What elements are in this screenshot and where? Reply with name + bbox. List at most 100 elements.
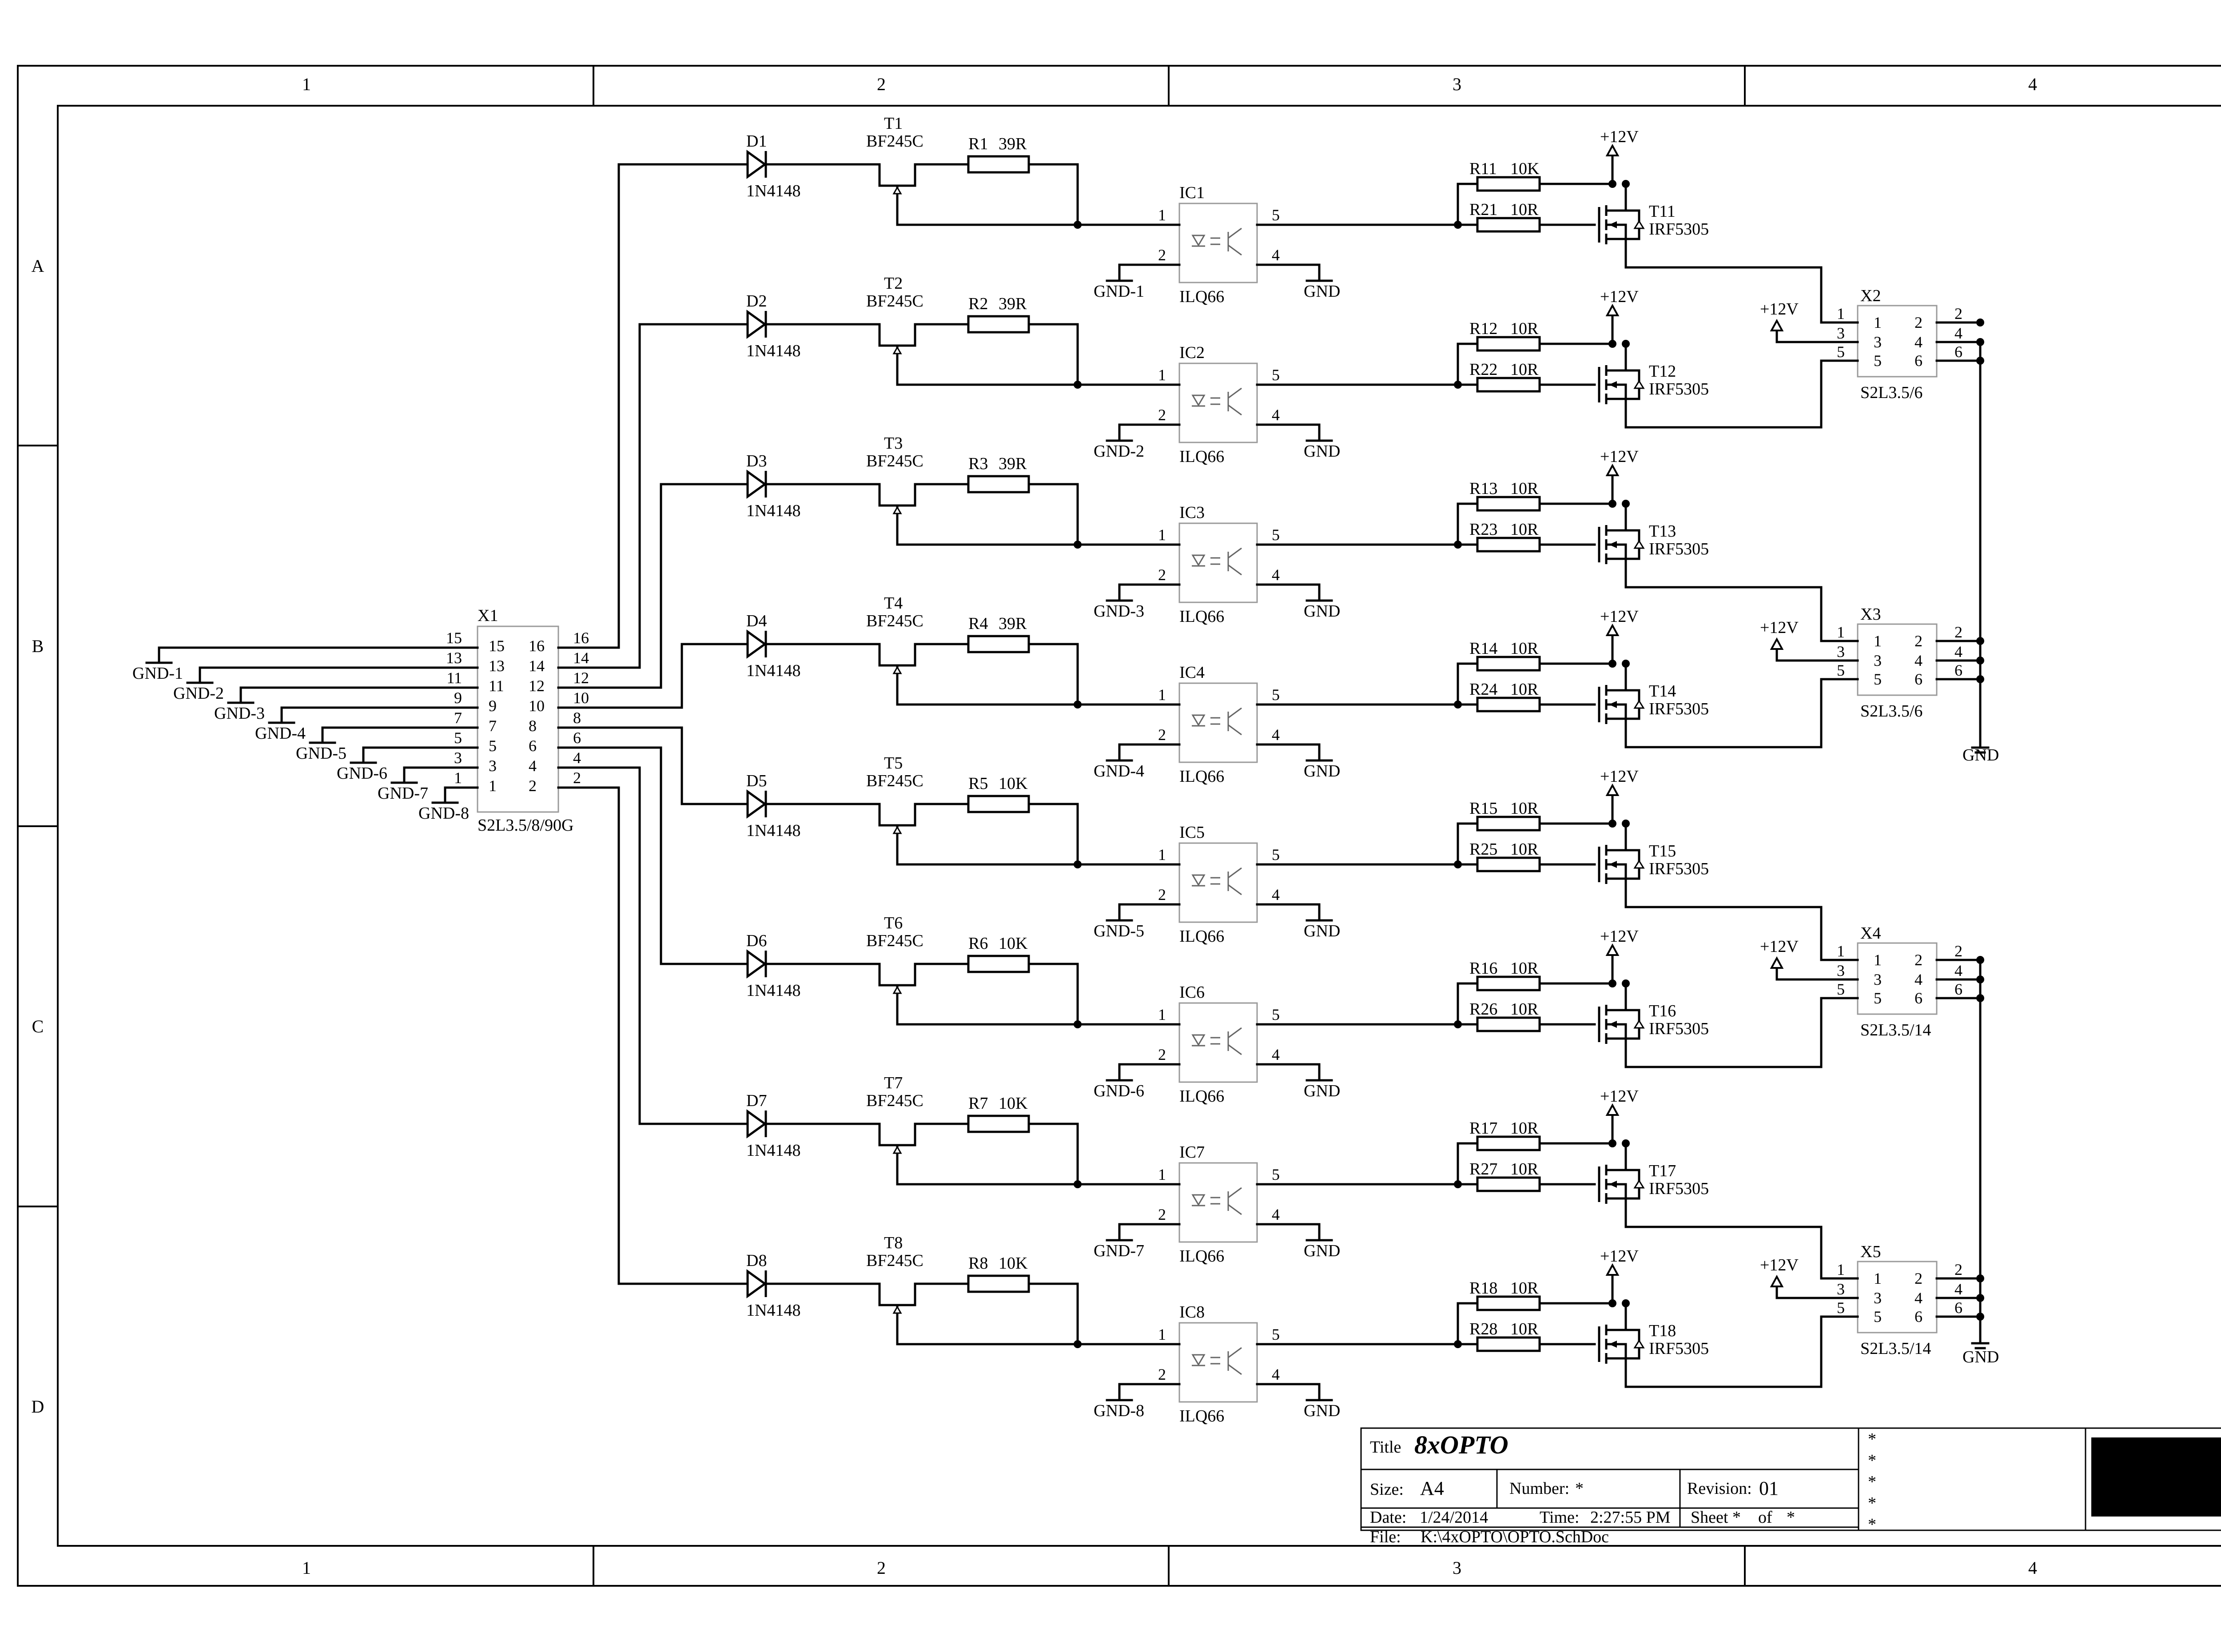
mosfet-designator: T14 [1649,682,1676,701]
mosfet-designator: T18 [1649,1322,1676,1340]
fet-to-res [907,163,970,187]
x1-left-pin-number: 15 [446,629,462,647]
gnd-label-x1-1: GND-1 [132,664,183,683]
junction-dot [1622,500,1630,508]
ic-gnd-label: GND-6 [1094,1082,1144,1100]
zone-col-bottom-4: 4 [2028,1558,2037,1578]
out-right-pin: 2 [1954,623,1962,641]
x1-right-pin-number: 4 [573,749,581,767]
diode-to-fet [764,163,893,187]
resistor-symbol [1476,1176,1541,1192]
rser-value: 10R [1510,200,1539,219]
led-symbol [1191,1034,1206,1046]
zone-row-left-D: D [32,1397,44,1417]
bus-wire [592,643,748,709]
out-right-pin: 6 [1954,661,1962,679]
mosfet-drain [1605,877,1627,908]
x1-left-pin-number: 13 [446,649,462,667]
optocoupler-body [1178,203,1258,283]
zone-row-left-B: B [32,636,44,656]
inner-pin-left: 5 [1874,670,1882,688]
inner-pin-right: 4 [1915,333,1922,351]
gnd-label-x1-6: GND-6 [337,764,387,783]
rser-designator: R23 [1469,520,1497,539]
jfet-arrow [892,1305,902,1314]
diode-designator: D8 [746,1251,767,1270]
supply-label: +12V [1600,287,1639,306]
fet-gate-return [896,1304,1082,1345]
ic-pin4-wire [1256,1383,1321,1401]
rgate-value: 10R [1510,1119,1539,1138]
diode-designator: D3 [746,452,767,470]
gnd-label-x1-7: GND-7 [378,784,428,803]
led-symbol [1191,874,1206,886]
ic-pin2-wire [1118,1063,1181,1082]
ic-pin-1: 1 [1158,366,1166,384]
gnd-label: GND [1304,762,1340,780]
x1-inner-right-pin: 14 [529,657,545,675]
optocoupler-part: ILQ66 [1179,607,1224,626]
diode-part: 1N4148 [746,1141,800,1160]
res-to-node [1027,483,1079,546]
fet-gate-return [896,984,1082,1026]
diode-part: 1N4148 [746,981,800,1000]
junction-dot [1074,860,1082,868]
resistor-symbol [967,155,1030,174]
out-supply-wire [1775,967,1818,981]
mosfet-designator: T12 [1649,362,1676,381]
optocoupler-body [1178,842,1258,923]
rgate-value: 10R [1510,639,1539,658]
mosfet-diode-top [1624,369,1640,374]
mosfet-diode-bottom [1624,716,1640,720]
rser-designator: R24 [1469,680,1497,699]
diode-symbol [746,470,767,499]
drain-to-pin1 [1624,586,1859,642]
ic-pin-5: 5 [1272,1326,1280,1343]
out-right-pin: 2 [1954,1261,1962,1278]
bus-wire [592,746,748,965]
jfet-part: BF245C [866,292,923,310]
diode-symbol [746,150,767,179]
rser-value: 10R [1510,520,1539,539]
resistor-symbol [1476,537,1541,553]
ic-pin2-wire [1118,1383,1181,1401]
inner-pin-left: 5 [1874,352,1882,370]
x1-right-pin-number: 10 [573,689,589,707]
ic-pin4-wire [1256,263,1321,282]
jfet-part: BF245C [866,452,923,470]
mosfet-arrow [1609,541,1617,548]
ic-pin4-wire [1256,903,1321,922]
junction-dot [1074,221,1082,229]
output-connector-designator: X2 [1860,287,1881,305]
out-right-pin: 6 [1954,343,1962,361]
ic-pin-2: 2 [1158,406,1166,424]
rgate-wire [1457,502,1479,546]
ic-pin4-wire [1256,423,1321,442]
inner-pin-right: 2 [1915,314,1922,331]
jfet-part: BF245C [866,1251,923,1270]
optocoupler-part: ILQ66 [1179,927,1224,946]
diode-part: 1N4148 [746,182,800,200]
supply-arrow-icon [1605,623,1620,636]
zone-labels: 11223344AABBCCDD [32,74,2037,1578]
mosfet-diode-bottom [1624,556,1640,560]
junction-dot [1074,1340,1082,1348]
ic-pin-4: 4 [1272,406,1280,424]
diode-symbol [746,789,767,819]
ic-gnd-label: GND-2 [1094,442,1144,461]
inner-pin-left: 3 [1874,1289,1882,1307]
ic-pin2-wire [1118,903,1181,922]
inner-pin-left: 5 [1874,989,1882,1007]
output-connector-part: S2L3.5/14 [1860,1339,1931,1358]
mosfet-drain [1605,717,1627,748]
ic-pin-2: 2 [1158,1206,1166,1223]
diode-designator: D1 [746,132,767,151]
fet-gate-return [896,344,1082,386]
x1-left-pin-number: 1 [454,769,462,787]
x1-inner-right-pin: 4 [529,757,537,775]
ic-pin-1: 1 [1158,686,1166,704]
jfet-arrow [892,665,902,674]
rser-value: 10R [1510,1320,1539,1338]
